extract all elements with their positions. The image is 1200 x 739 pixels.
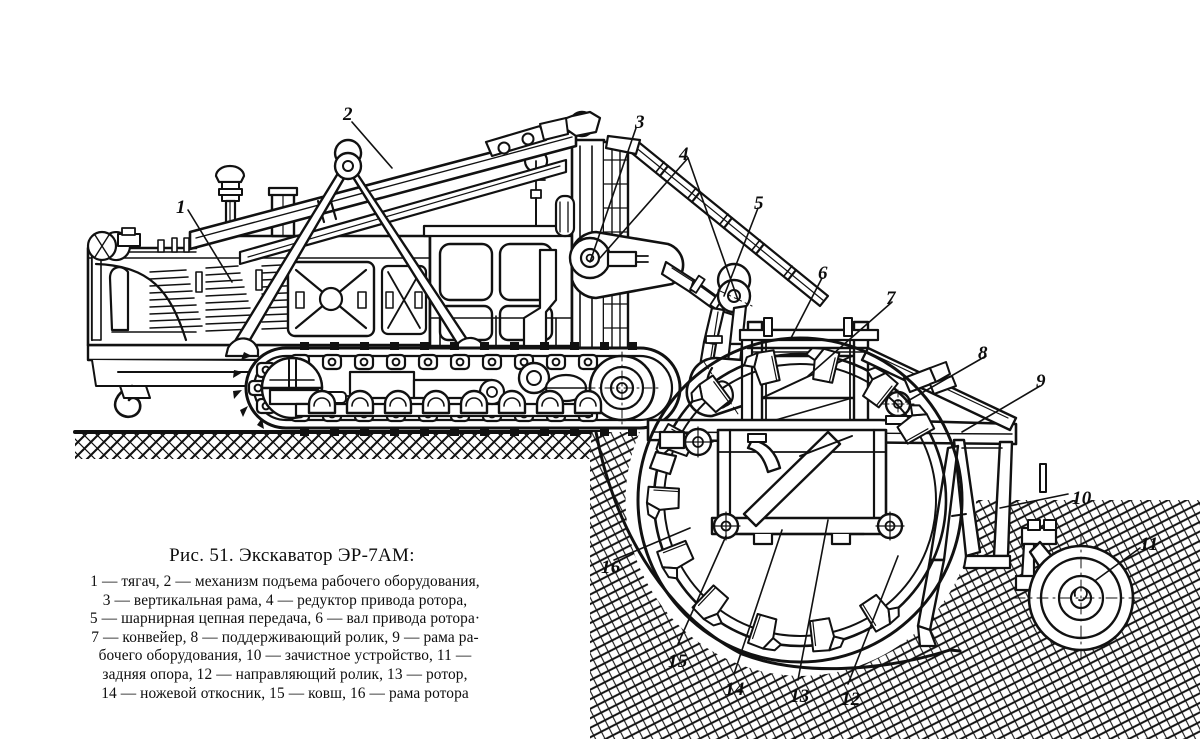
rear-support (1013, 519, 1153, 661)
legend-line: 5 — шарнирная цепная передача, 6 — вал п… (89, 610, 481, 628)
callout-12: 12 (841, 689, 861, 710)
callout-2: 2 (343, 104, 353, 125)
callout-5: 5 (754, 193, 764, 214)
callout-1: 1 (176, 197, 186, 218)
legend-line: 1 — тягач, 2 — механизм подъема рабочего… (90, 573, 480, 590)
cleaning-device (916, 444, 1047, 648)
callout-13: 13 (790, 686, 810, 707)
callout-15: 15 (668, 651, 688, 672)
legend-line: 3 — вертикальная рама, 4 — редуктор прив… (102, 591, 468, 609)
ground-hatching (73, 430, 1200, 739)
legend-line: 7 — конвейер, 8 — поддерживающий ролик, … (91, 628, 479, 646)
figure-title: Рис. 51. Экскаватор ЭР-7АМ: (169, 545, 415, 566)
hoist-mechanism (188, 110, 602, 358)
legend-line: задняя опора, 12 — направляющий ролик, 1… (102, 665, 468, 683)
legend-line: 14 — ножевой откосник, 15 — ковш, 16 — р… (101, 684, 469, 702)
callout-10: 10 (1072, 488, 1092, 509)
operator-cab (422, 148, 580, 348)
callout-3: 3 (635, 112, 645, 133)
figure-caption: Рис. 51. Экскаватор ЭР-7АМ: 1 — тягач, 2… (0, 545, 570, 703)
leader-lines (187, 121, 1141, 685)
legend-line: бочего оборудования, 10 — зачистное устр… (98, 647, 472, 665)
callout-6: 6 (818, 263, 828, 284)
crawler-track (233, 342, 682, 436)
callout-4: 4 (679, 144, 689, 165)
callout-14: 14 (725, 679, 745, 700)
callout-7: 7 (886, 288, 896, 309)
rotor-wheel (636, 336, 964, 664)
callout-9: 9 (1036, 371, 1046, 392)
callout-11: 11 (1140, 534, 1159, 555)
callout-16: 16 (601, 557, 621, 578)
callout-8: 8 (978, 343, 988, 364)
